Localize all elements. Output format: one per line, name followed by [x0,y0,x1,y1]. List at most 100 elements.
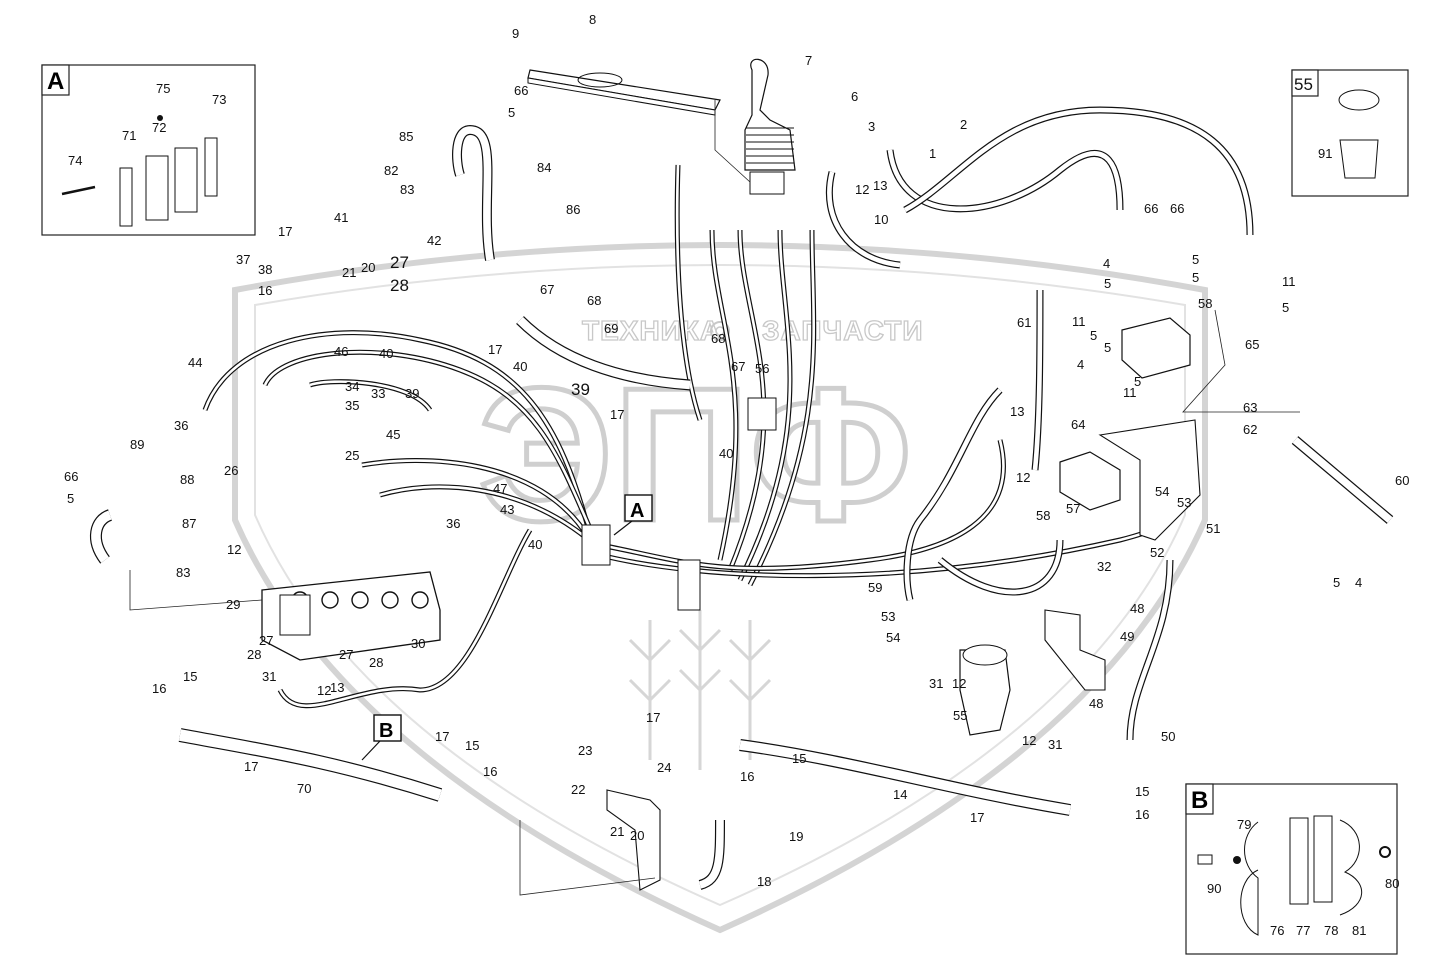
callout-13: 13 [1010,404,1024,419]
callout-66: 66 [514,83,528,98]
callout-83: 83 [176,565,190,580]
callout-19: 19 [789,829,803,844]
callout-88: 88 [180,472,194,487]
bracket-49 [1044,609,1106,691]
callout-8: 8 [589,12,596,27]
callout-5: 5 [1104,340,1111,355]
callout-91: 91 [1318,146,1332,161]
hose-60-fill [1292,437,1393,523]
callout-5: 5 [1134,374,1141,389]
hose-59-fill [904,388,1002,601]
watermark-left-text: ТЕХНИКА [582,315,721,346]
leader-line [1182,309,1300,413]
callout-26: 26 [224,463,238,478]
callout-57: 57 [1066,501,1080,516]
callout-28: 28 [390,276,409,295]
callout-30: 30 [411,636,425,651]
callout-66: 66 [1170,201,1184,216]
callout-82: 82 [384,163,398,178]
callout-7: 7 [805,53,812,68]
callout-28: 28 [369,655,383,670]
callout-4: 4 [1077,357,1084,372]
callout-40: 40 [379,346,393,361]
callout-17: 17 [646,710,660,725]
callout-23: 23 [578,743,592,758]
bolt-74 [61,185,96,196]
filter-head-55 [1338,89,1380,111]
valve-end-cap [279,594,311,636]
callout-59: 59 [868,580,882,595]
callout-58: 58 [1198,296,1212,311]
clamp-half [174,147,198,213]
callout-41: 41 [334,210,348,225]
clamp-plate-71 [119,167,133,227]
callout-70: 70 [297,781,311,796]
callout-5: 5 [1090,328,1097,343]
callout-15: 15 [465,738,479,753]
screw-75 [157,115,163,121]
plate-hole [577,72,623,88]
callout-68: 68 [587,293,601,308]
hose-1-fill [887,149,1123,212]
callout-5: 5 [1192,270,1199,285]
callout-12: 12 [1022,733,1036,748]
hose-return-fill [903,107,1253,236]
callout-83: 83 [400,182,414,197]
callout-15: 15 [792,751,806,766]
callout-73: 73 [212,92,226,107]
callout-40: 40 [719,446,733,461]
leader-line [714,100,751,183]
callout-36: 36 [174,418,188,433]
watermark-shield [232,242,1208,934]
callout-47: 47 [493,481,507,496]
callout-24: 24 [657,760,671,775]
inset-A-label: A [47,68,64,95]
callout-5: 5 [1192,252,1199,267]
washer-79 [1233,856,1241,864]
callout-81: 81 [1352,923,1366,938]
nut-80 [1379,846,1391,858]
pilot-hose-c-fill [728,229,766,571]
parts-layer [61,58,1394,936]
callout-63: 63 [1243,400,1257,415]
callout-54: 54 [886,630,900,645]
leader-line [519,820,656,896]
reference-tag-B: B [361,714,402,761]
callout-5: 5 [508,105,515,120]
callout-11: 11 [1072,314,1086,329]
hose-70-fill [178,729,442,801]
hose-30-fill [278,529,532,708]
callout-27: 27 [339,647,353,662]
callout-75: 75 [156,81,170,96]
callout-16: 16 [483,764,497,779]
callout-27: 27 [259,633,273,648]
valve-block-57 [1059,451,1121,511]
callout-21: 21 [610,824,624,839]
callout-22: 22 [571,782,585,797]
callout-11: 11 [1123,385,1137,400]
callout-62: 62 [1243,422,1257,437]
callout-4: 4 [1103,256,1110,271]
callout-39: 39 [405,386,419,401]
callout-16: 16 [258,283,272,298]
callout-89: 89 [130,437,144,452]
callout-56: 56 [755,361,769,376]
callout-17: 17 [610,407,624,422]
svg-text:A: A [630,500,644,522]
callout-66: 66 [1144,201,1158,216]
callout-25: 25 [345,448,359,463]
callout-10: 10 [874,212,888,227]
callout-5: 5 [1104,276,1111,291]
callout-36: 36 [446,516,460,531]
callout-21: 21 [342,265,356,280]
callout-18: 18 [757,874,771,889]
hose-45-fill [361,459,592,541]
callout-27: 27 [390,253,409,272]
bracket-56 [747,397,777,431]
hose-32-fill [938,539,1063,595]
bundle-upper-fill [599,439,1005,570]
pilot-valve-body [749,171,785,195]
